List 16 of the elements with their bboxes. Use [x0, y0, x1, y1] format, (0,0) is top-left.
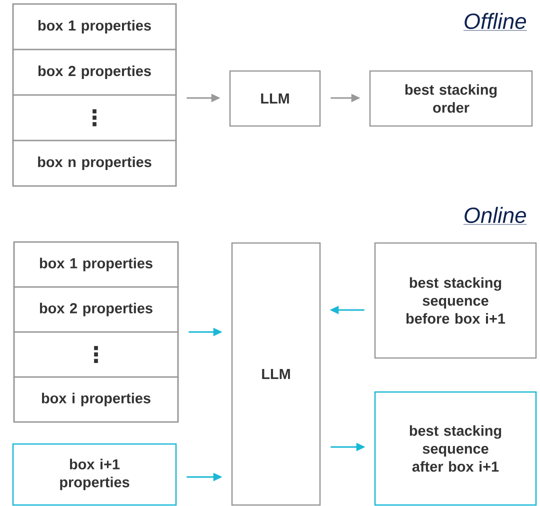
stack-cell: box 1 properties — [12, 3, 177, 50]
output-box: best stacking sequence after box i+1 — [374, 391, 537, 506]
llm-box: LLM — [229, 70, 321, 127]
output-box: best stacking sequence before box i+1 — [374, 242, 537, 359]
stack-cell: box 2 properties — [12, 48, 177, 96]
stack-cell: ⋮ — [13, 331, 179, 378]
llm-box: LLM — [231, 242, 321, 506]
stack-cell: box 2 properties — [13, 286, 179, 333]
output-box: best stacking order — [369, 70, 533, 127]
stack-cell: box i properties — [13, 376, 179, 423]
stack-cell: box 1 properties — [13, 241, 179, 288]
stack-cell: box n properties — [12, 140, 177, 187]
section-heading: Online — [463, 206, 527, 225]
input-box: box i+1 properties — [12, 443, 177, 506]
section-heading: Offline — [463, 12, 527, 31]
stack-cell: ⋮ — [12, 94, 177, 142]
